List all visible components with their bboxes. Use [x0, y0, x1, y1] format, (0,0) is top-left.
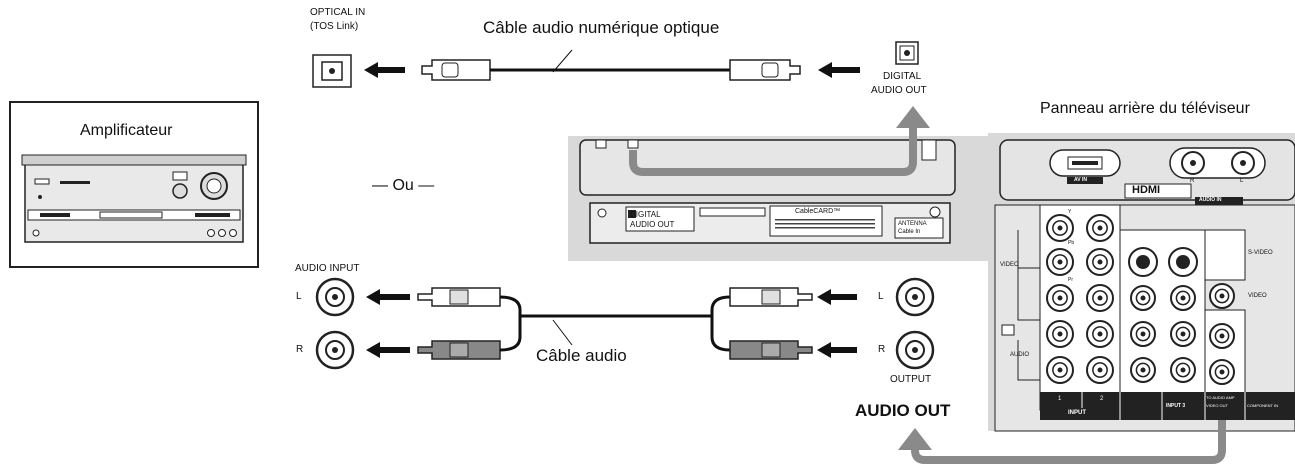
y-label: Y [1068, 209, 1072, 215]
optical-in-label: OPTICAL IN [310, 7, 366, 18]
tv-upper-panel [568, 136, 988, 261]
rca-jack-icon [1046, 284, 1074, 312]
audio-out-label: AUDIO OUT [855, 401, 951, 420]
rca-jack-icon [1130, 285, 1156, 311]
rca-jack-icon [1170, 321, 1196, 347]
tv-back-panel [988, 133, 1295, 432]
input-l-label: L [296, 291, 302, 302]
video-label-left: VIDEO [1000, 262, 1019, 268]
rca-jack-icon [1170, 285, 1196, 311]
audio-in-r-label: R [1190, 178, 1195, 184]
analog-route-arrow [911, 420, 1226, 464]
tv-rca-jacks [1046, 214, 1235, 385]
rca-jack-icon [1209, 283, 1235, 309]
s-video-jack-core [1176, 255, 1190, 269]
tv-back-panel-label: Panneau arrière du téléviseur [1040, 100, 1250, 117]
optical-in-jack [312, 54, 352, 88]
digital-audio-out-jack [895, 41, 919, 65]
input-1-label: 1 [1058, 396, 1062, 402]
rca-jack-icon [1046, 356, 1074, 384]
tos-link-label: (TOS Link) [310, 21, 359, 32]
pr-label: Pr [1068, 277, 1073, 283]
rca-plugs-left [417, 287, 501, 360]
audio-input-jacks [315, 277, 355, 370]
rca-jack-icon [1130, 357, 1156, 383]
rca-plugs-right [729, 287, 813, 360]
rca-jack-icon [1209, 359, 1235, 385]
output-r-label: R [878, 344, 886, 355]
input-r-label: R [296, 344, 304, 355]
to-audio-amp-label: TO AUDIO AMP [1206, 395, 1235, 400]
rca-jack-icon [1209, 323, 1235, 349]
pb-label: Pb [1068, 240, 1075, 246]
cablecard-label: CableCARD™ [795, 208, 841, 215]
optical-route-arrow [629, 125, 917, 176]
s-video-label: S-VIDEO [1248, 250, 1273, 256]
optical-cable-label: Câble audio numérique optique [483, 18, 720, 37]
audio-label-left: AUDIO [1010, 352, 1030, 358]
antenna-label: ANTENNA [898, 221, 927, 227]
rca-jack-icon [1046, 320, 1074, 348]
rca-jack-icon [1086, 214, 1114, 242]
input-2-label: 2 [1100, 396, 1104, 402]
audio-cable-label: Câble audio [536, 346, 627, 365]
video-out-label: VIDEO OUT [1206, 403, 1229, 408]
optical-cable [421, 49, 801, 81]
audio-out-digital-label: AUDIO OUT [871, 85, 927, 96]
audio-in-l-label: L [1240, 178, 1244, 184]
tv-digital-label-2: AUDIO OUT [630, 220, 675, 229]
digital-label: DIGITAL [883, 71, 922, 82]
amplifier-label: Amplificateur [80, 122, 173, 139]
video-label-right: VIDEO [1248, 293, 1267, 299]
output-l-label: L [878, 291, 884, 302]
rca-jack-icon [1086, 284, 1114, 312]
rca-jack-icon [1086, 356, 1114, 384]
rca-jack-icon [1046, 214, 1074, 242]
input-label: INPUT [1068, 410, 1086, 416]
audio-in-label: AUDIO IN [1199, 197, 1222, 203]
cable-in-label: Cable In [898, 229, 921, 235]
audio-output-jacks [895, 277, 935, 370]
s-video-jack-core [1136, 255, 1150, 269]
amplifier-box [9, 101, 259, 268]
rca-jack-icon [1086, 248, 1114, 276]
rca-jack-icon [1170, 357, 1196, 383]
output-label: OUTPUT [890, 374, 932, 385]
input-3-label: INPUT 3 [1166, 403, 1186, 409]
audio-input-label: AUDIO INPUT [295, 263, 360, 274]
or-label: — Ou — [372, 177, 435, 194]
rca-jack-icon [1130, 321, 1156, 347]
hdmi-logo: HDMI [1132, 184, 1161, 196]
rca-jack-icon [1086, 320, 1114, 348]
audio-cable [499, 295, 731, 352]
tv-digital-label: DIGITAL [630, 210, 661, 219]
av-in-label: AV IN [1074, 177, 1087, 183]
rca-jack-icon [1046, 248, 1074, 276]
component-label: COMPONENT IN [1247, 403, 1279, 408]
